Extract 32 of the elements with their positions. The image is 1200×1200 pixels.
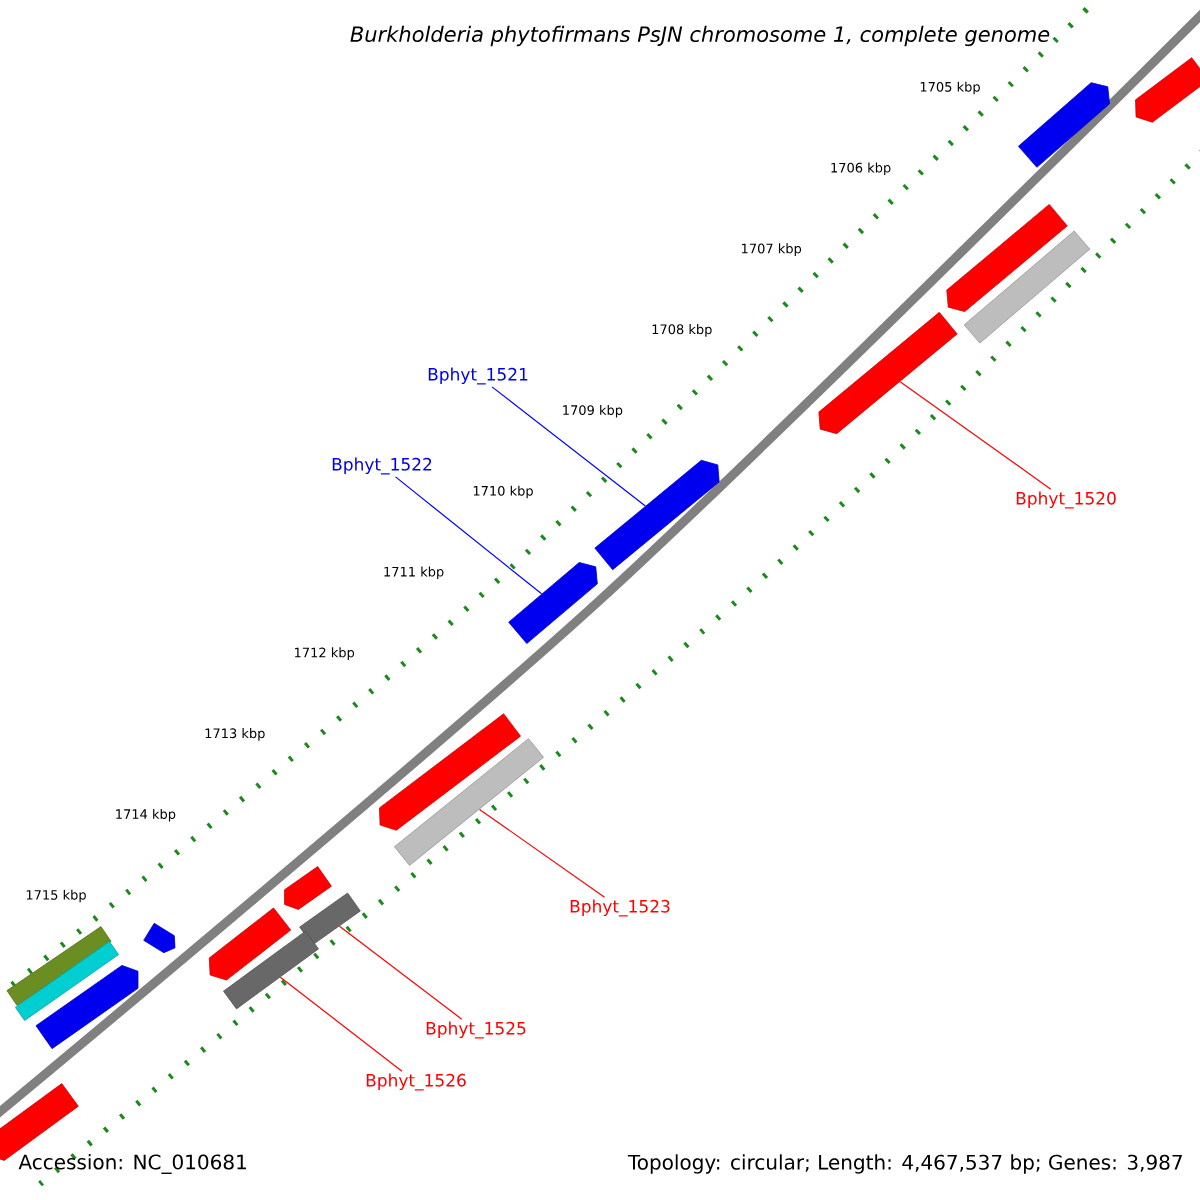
- gene-label: Bphyt_1525: [426, 1021, 526, 1039]
- gene-block: [508, 562, 598, 644]
- leader-line: [491, 386, 646, 507]
- gene-block: [946, 204, 1068, 312]
- leader-line: [478, 808, 606, 898]
- title: Burkholderia phytofirmans PsJN chromosome 1, complete genome: [350, 25, 1050, 47]
- feature-bar: [963, 230, 1091, 344]
- feature-bar: [394, 738, 544, 866]
- leader-line: [394, 476, 543, 595]
- feature-bar: [223, 930, 319, 1010]
- gene-label: Bphyt_1526: [366, 1073, 466, 1091]
- leader-line: [279, 976, 403, 1072]
- gene-label: Bphyt_1522: [332, 457, 432, 475]
- accession-text: Accession: NC_010681: [18, 1154, 246, 1174]
- gene-label: Bphyt_1521: [428, 367, 528, 385]
- gene-block: [143, 922, 176, 954]
- gene-block: [818, 311, 958, 435]
- gene-label: Bphyt_1523: [570, 899, 670, 917]
- gene-block: [35, 965, 139, 1050]
- gene-block: [1135, 57, 1200, 123]
- gene-label: Bphyt_1520: [1016, 491, 1116, 509]
- topology-text: Topology: circular; Length: 4,467,537 bp; Genes: 3,987: [627, 1154, 1182, 1174]
- gene-block: [208, 907, 292, 981]
- feature-bar: [15, 941, 119, 1021]
- leader-line: [899, 381, 1052, 490]
- leader-line: [338, 925, 463, 1020]
- gene-block: [1018, 82, 1110, 168]
- feature-bar: [299, 892, 361, 946]
- feature-bar: [6, 926, 112, 1006]
- gene-block: [379, 713, 521, 831]
- gene-block: [594, 459, 720, 571]
- gene-block: [284, 866, 332, 910]
